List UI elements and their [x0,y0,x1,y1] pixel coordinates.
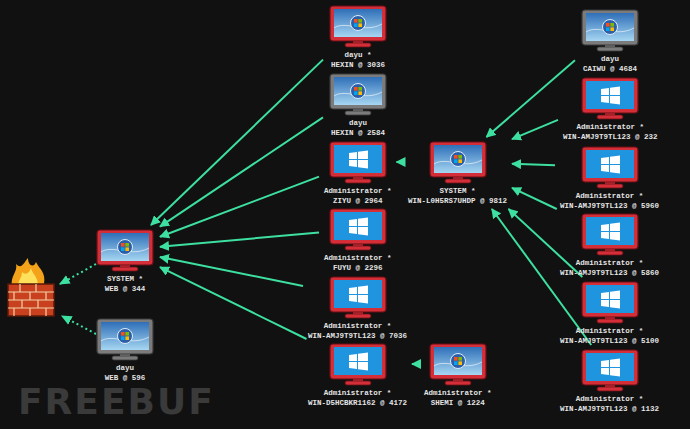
session-node: Administrator *WIN-AMJ9T9TL123 @ 5960 [558,145,661,211]
host-pid: SHEMI @ 1224 [431,398,485,408]
user-name: dayu [116,363,134,373]
host-icon [580,348,640,392]
host-icon [328,275,388,319]
session-node: Administrator *ZIYU @ 2964 [322,140,394,206]
pivot-link [512,164,555,165]
session-node: SYSTEM *WIN-L0H5RS7UHDP @ 9812 [406,140,509,206]
user-name: SYSTEM * [107,274,143,284]
user-name: Administrator * [424,388,492,398]
host-icon [328,342,388,386]
host-icon [95,317,155,361]
pivot-link [397,161,403,163]
host-pid: WIN-D5HCBKR1162 @ 4172 [308,398,407,408]
session-node: Administrator *WIN-AMJ9T9TL123 @ 5100 [558,280,661,346]
user-name: Administrator * [577,122,645,132]
host-icon [328,207,388,251]
session-node: Administrator *WIN-AMJ9T9TL123 @ 232 [561,76,660,142]
user-name: Administrator * [576,258,644,268]
session-node: Administrator *SHEMI @ 1224 [422,342,494,408]
host-icon [95,228,155,272]
pivot-link [486,60,575,137]
host-pid: WIN-AMJ9T9TL123 @ 1132 [560,404,659,414]
session-node: Administrator *WIN-AMJ9T9TL123 @ 1132 [558,348,661,414]
user-name: Administrator * [324,253,392,263]
pivot-link [412,363,419,365]
host-pid: WEB @ 596 [105,373,146,383]
host-icon [428,342,488,386]
session-node: Administrator *WIN-AMJ9T9TL123 @ 7036 [306,275,409,341]
host-icon [328,4,388,48]
session-node: dayuWEB @ 596 [93,317,157,383]
host-pid: WIN-AMJ9T9TL123 @ 5860 [560,268,659,278]
pivot-link [512,188,557,209]
user-name: dayu [601,54,619,64]
user-name: Administrator * [576,326,644,336]
host-pid: WIN-AMJ9T9TL123 @ 5100 [560,336,659,346]
user-name: Administrator * [324,321,392,331]
user-name: Administrator * [324,186,392,196]
host-pid: HEXIN @ 2584 [331,128,385,138]
user-name: Administrator * [324,388,392,398]
host-icon [328,140,388,184]
session-node: SYSTEM *WEB @ 344 [93,228,157,294]
pivot-link [512,120,558,139]
watermark: FREEBUF [18,384,215,420]
user-name: dayu [349,118,367,128]
host-icon [328,72,388,116]
host-icon [580,8,640,52]
host-icon [428,140,488,184]
session-node: Administrator *FUYU @ 2296 [322,207,394,273]
host-pid: WIN-AMJ9T9TL123 @ 5960 [560,201,659,211]
user-name: Administrator * [576,191,644,201]
host-pid: WEB @ 344 [105,284,146,294]
pivot-link [160,267,307,339]
host-icon [580,280,640,324]
host-pid: HEXIN @ 3036 [331,60,385,70]
session-node: dayuCAIWU @ 4684 [578,8,642,74]
firewall-icon [8,258,54,316]
dotted-link [60,264,96,334]
host-pid: ZIYU @ 2964 [333,196,383,206]
session-node: dayu *HEXIN @ 3036 [326,4,390,70]
host-pid: WIN-AMJ9T9TL123 @ 7036 [308,331,407,341]
session-node: Administrator *WIN-D5HCBKR1162 @ 4172 [306,342,409,408]
pivot-link [160,257,303,286]
host-pid: CAIWU @ 4684 [583,64,637,74]
host-icon [580,145,640,189]
session-node: Administrator *WIN-AMJ9T9TL123 @ 5860 [558,212,661,278]
host-pid: WIN-AMJ9T9TL123 @ 232 [563,132,658,142]
pivot-link [160,117,323,226]
host-icon [580,76,640,120]
host-pid: FUYU @ 2296 [333,263,383,273]
pivot-link [160,232,319,246]
session-node: dayuHEXIN @ 2584 [326,72,390,138]
pivot-link [509,209,583,277]
user-name: dayu * [344,50,371,60]
host-icon [580,212,640,256]
host-pid: WIN-L0H5RS7UHDP @ 9812 [408,196,507,206]
user-name: Administrator * [576,394,644,404]
pivot-link [160,177,319,237]
pivot-link [151,60,323,225]
user-name: SYSTEM * [440,186,476,196]
